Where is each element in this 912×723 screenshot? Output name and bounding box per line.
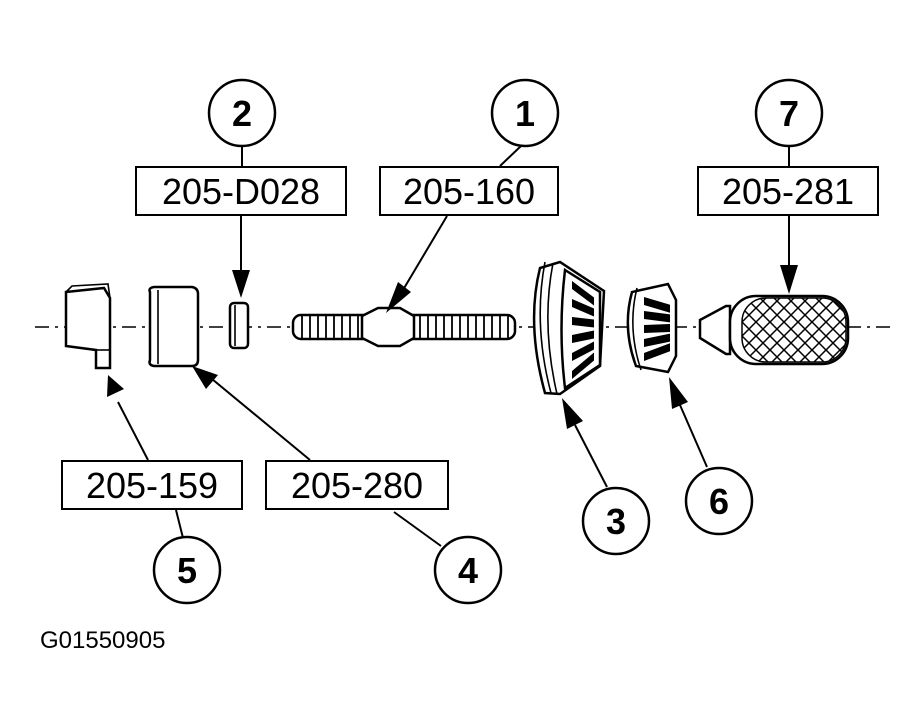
svg-text:1: 1	[515, 93, 535, 134]
svg-text:205-160: 205-160	[403, 171, 535, 212]
part-5-adapter	[64, 283, 112, 370]
callout-3: 3	[581, 486, 651, 556]
callout-6: 6	[684, 466, 754, 536]
tool-label-205-159: 205-159	[61, 460, 243, 510]
part-7-knurled-driver	[698, 294, 850, 366]
part-3-large-bearing	[532, 260, 606, 396]
callout-4: 4	[433, 535, 503, 605]
callout-2: 2	[207, 78, 277, 148]
tool-label-205-280: 205-280	[265, 460, 449, 510]
svg-text:2: 2	[232, 93, 252, 134]
svg-text:5: 5	[177, 550, 197, 591]
figure-reference-code: G01550905	[40, 627, 165, 654]
callout-7: 7	[754, 78, 824, 148]
callout-1: 1	[490, 78, 560, 148]
svg-text:4: 4	[458, 550, 478, 591]
svg-text:205-281: 205-281	[722, 171, 854, 212]
leader-lines	[107, 145, 798, 547]
part-2-ring	[228, 301, 250, 350]
part-4-sleeve	[148, 285, 200, 368]
svg-text:6: 6	[709, 481, 729, 522]
svg-text:205-159: 205-159	[86, 465, 218, 506]
tool-label-205-D028: 205-D028	[135, 166, 347, 216]
svg-text:205-D028: 205-D028	[162, 171, 320, 212]
tool-label-205-160: 205-160	[379, 166, 559, 216]
svg-text:7: 7	[779, 93, 799, 134]
svg-text:3: 3	[606, 501, 626, 542]
part-6-small-bearing	[626, 282, 678, 374]
svg-text:205-280: 205-280	[291, 465, 423, 506]
tool-label-205-281: 205-281	[697, 166, 879, 216]
part-1-threaded-rod	[291, 306, 517, 348]
callout-5: 5	[152, 535, 222, 605]
